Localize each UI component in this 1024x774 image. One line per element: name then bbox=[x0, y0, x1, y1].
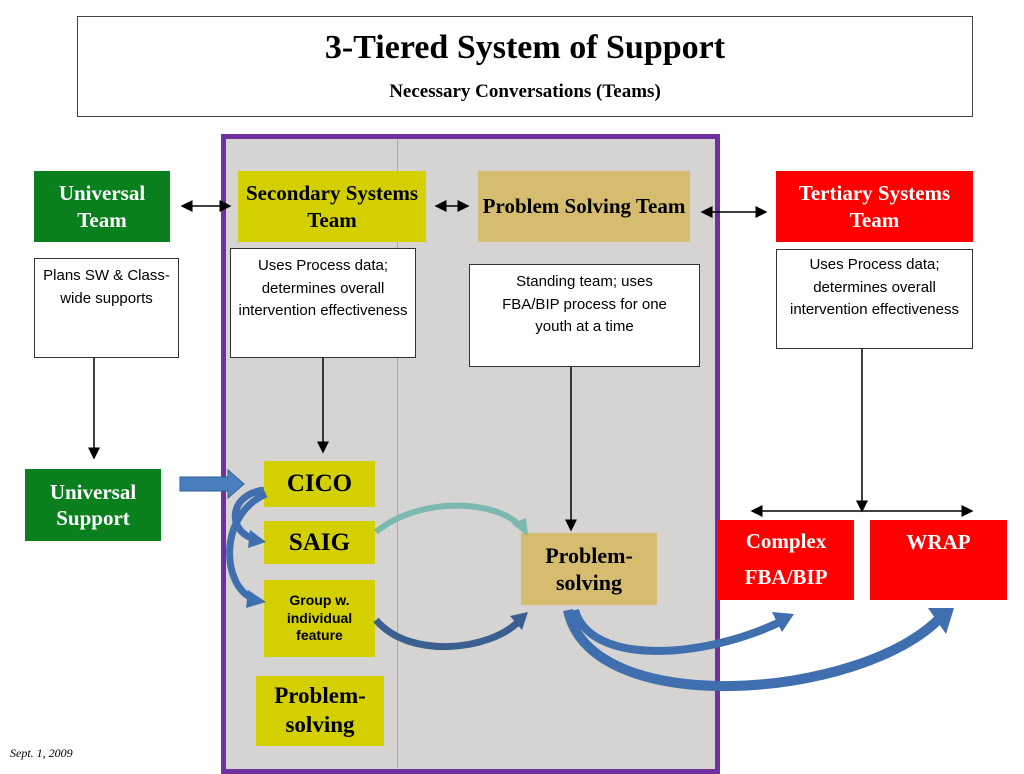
page-subtitle: Necessary Conversations (Teams) bbox=[389, 81, 661, 102]
tertiary-team-box: Tertiary Systems Team bbox=[776, 171, 973, 242]
block-arrow-universal bbox=[179, 468, 245, 500]
curve-cico-saig bbox=[231, 486, 265, 542]
date-footer: Sept. 1, 2009 bbox=[10, 746, 73, 760]
curve-group-problem bbox=[373, 617, 521, 650]
universal-note: Plans SW & Class-wide supports bbox=[34, 258, 179, 358]
secondary-team-box: Secondary Systems Team bbox=[238, 171, 426, 242]
page-title: 3-Tiered System of Support bbox=[324, 29, 726, 66]
saig-box: SAIG bbox=[264, 521, 375, 564]
curve-problem-wrap bbox=[563, 608, 944, 692]
tertiary-note: Uses Process data; determines overall in… bbox=[776, 249, 973, 349]
secondary-note: Uses Process data; determines overall in… bbox=[230, 248, 416, 358]
curve-cico-group bbox=[226, 490, 268, 602]
wrap-box: WRAP bbox=[870, 520, 1007, 600]
problem-solving-mid-box: Problem-solving bbox=[521, 533, 657, 605]
curve-saig-problem bbox=[374, 502, 525, 535]
universal-support-box: Universal Support bbox=[25, 469, 161, 541]
problem-solving-team-box: Problem Solving Team bbox=[478, 171, 690, 242]
panel-divider bbox=[397, 139, 398, 768]
curve-problem-complex bbox=[571, 608, 782, 655]
universal-team-box: Universal Team bbox=[34, 171, 170, 242]
cico-box: CICO bbox=[264, 461, 375, 507]
title-box: 3-Tiered System of Support Necessary Con… bbox=[77, 16, 973, 117]
problem-solving-left-box: Problem-solving bbox=[256, 676, 384, 746]
complex-fba-box: Complex FBA/BIP bbox=[718, 520, 854, 600]
problem-solving-note: Standing team; uses FBA/BIP process for … bbox=[469, 264, 700, 367]
group-individual-box: Group w. individual feature bbox=[264, 580, 375, 657]
